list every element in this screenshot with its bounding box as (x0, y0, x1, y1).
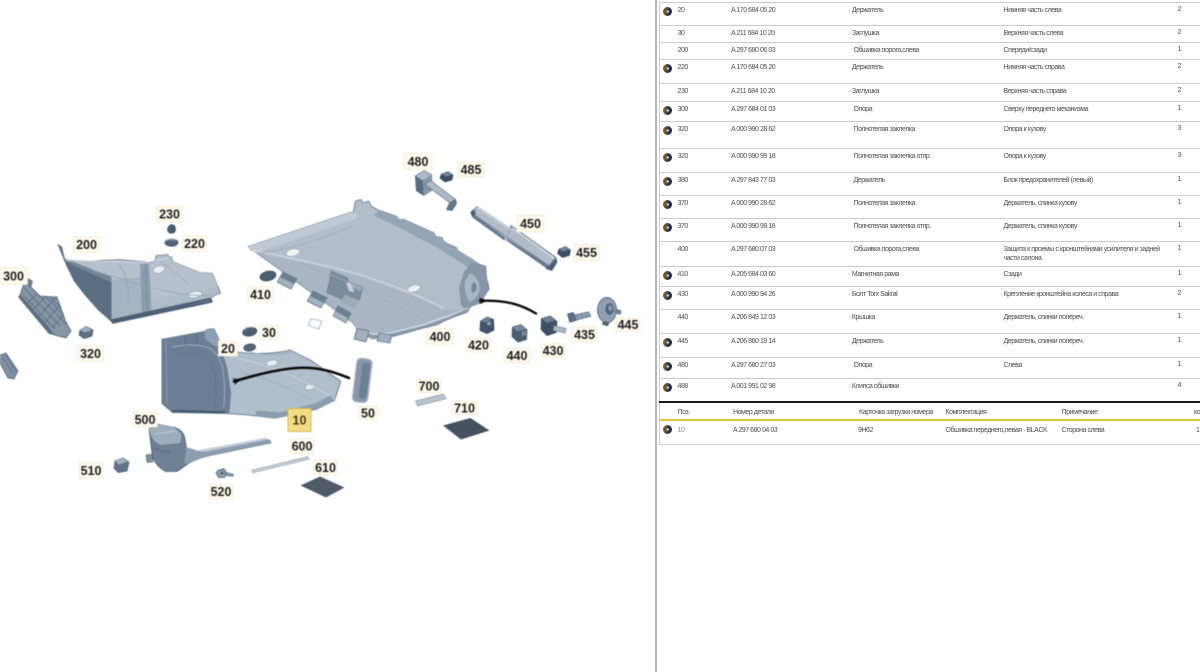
svg-text:450: 450 (520, 217, 541, 231)
svg-text:510: 510 (81, 464, 102, 478)
svg-text:600: 600 (292, 440, 313, 454)
svg-text:20: 20 (221, 342, 235, 356)
svg-text:500: 500 (135, 413, 156, 427)
svg-text:610: 610 (315, 461, 336, 475)
svg-text:200: 200 (76, 238, 97, 252)
svg-text:485: 485 (461, 163, 482, 177)
svg-text:710: 710 (454, 402, 475, 416)
svg-text:435: 435 (574, 328, 595, 342)
svg-text:230: 230 (159, 208, 180, 222)
svg-text:410: 410 (250, 288, 271, 302)
svg-text:440: 440 (507, 349, 528, 363)
svg-text:220: 220 (184, 237, 205, 251)
svg-text:445: 445 (618, 318, 639, 332)
svg-text:700: 700 (419, 380, 440, 394)
svg-text:420: 420 (468, 339, 489, 353)
svg-text:520: 520 (211, 485, 232, 499)
svg-text:455: 455 (576, 246, 597, 260)
svg-text:320: 320 (80, 347, 101, 361)
svg-text:480: 480 (408, 155, 429, 169)
svg-text:10: 10 (293, 414, 307, 428)
svg-text:400: 400 (430, 330, 451, 344)
svg-text:30: 30 (262, 326, 276, 340)
svg-text:300: 300 (3, 270, 24, 284)
svg-text:430: 430 (543, 344, 564, 358)
svg-text:50: 50 (361, 407, 375, 421)
